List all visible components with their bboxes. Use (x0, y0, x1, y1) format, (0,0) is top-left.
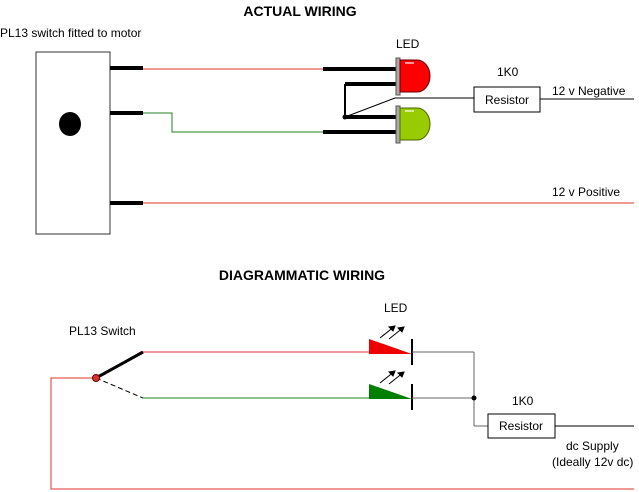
green-wire-actual (143, 112, 323, 133)
red-led-arrows (379, 325, 405, 340)
green-led-symbol (369, 384, 412, 399)
diagram-led-label: LED (384, 301, 408, 315)
green-led-arrows (379, 370, 405, 385)
diagram-resistor-value: 1K0 (512, 394, 534, 408)
negative-label: 12 v Negative (552, 84, 626, 98)
diagram-switch-label: PL13 Switch (69, 324, 136, 338)
supply-label-line1: dc Supply (566, 439, 619, 453)
switch-body (35, 51, 111, 235)
red-led-flange (395, 57, 401, 96)
diagram-resistor-label: Resistor (499, 419, 543, 433)
cathode-to-resistor-wire (344, 97, 474, 118)
positive-label: 12 v Positive (552, 185, 620, 199)
actual-led-label: LED (396, 37, 420, 51)
green-led-flange (395, 105, 401, 144)
switch-spindle (59, 112, 81, 136)
red-led (399, 59, 431, 93)
switch-lever (95, 350, 144, 380)
cathode-bus-junction (471, 395, 477, 401)
actual-resistor-label: Resistor (485, 93, 529, 107)
actual-resistor-value: 1K0 (497, 65, 519, 79)
red-led-symbol (369, 339, 412, 354)
actual-wiring-title: ACTUAL WIRING (243, 3, 356, 19)
diagrammatic-wiring-title: DIAGRAMMATIC WIRING (219, 267, 385, 283)
supply-positive-wire (50, 377, 634, 490)
green-led (399, 107, 431, 141)
actual-switch-label: PL13 switch fitted to motor (0, 26, 141, 40)
switch-pivot (92, 374, 100, 382)
switch-alt-position (95, 377, 144, 399)
supply-label-line2: (Ideally 12v dc) (552, 455, 633, 469)
